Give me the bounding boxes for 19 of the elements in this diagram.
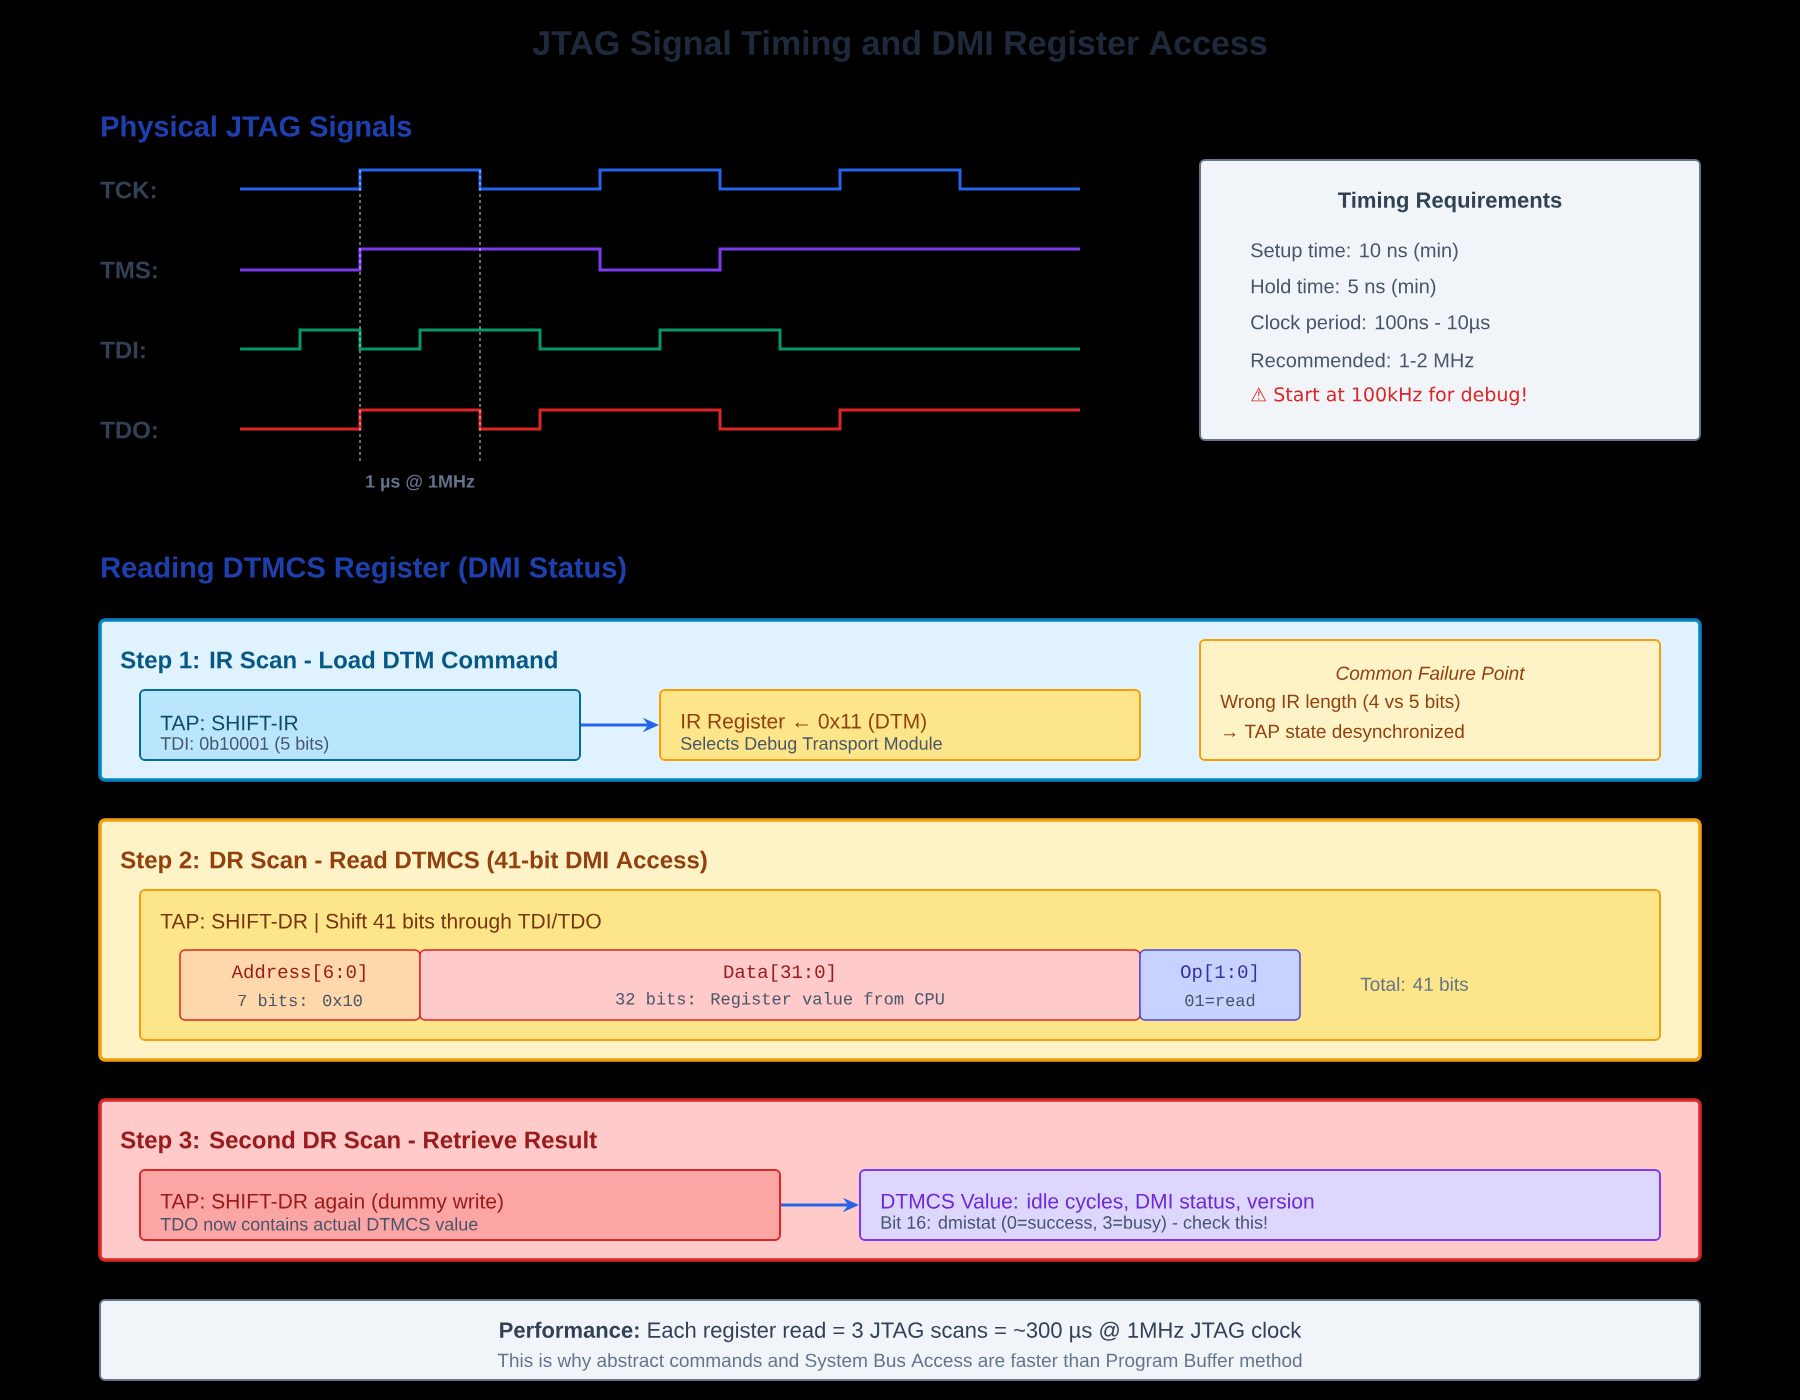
register-field: Address[6:0] 7 bits: 0x10 — [179, 949, 421, 1021]
signal-label: TDO: — [100, 421, 157, 439]
total-label: Total: 41 bits — [1360, 977, 1468, 991]
signal-label: TDI: — [100, 341, 145, 359]
process-box: IR Register ← 0x11 (DTM) Selects Debug Transport Module — [659, 689, 1141, 761]
process-box: TAP: SHIFT-IR TDI: 0b10001 (5 bits) — [139, 689, 581, 761]
period-label: 1 µs @ 1MHz — [366, 474, 475, 492]
register-field: Data[31:0] 32 bits: Register value from CPU — [419, 949, 1141, 1021]
process-box: TAP: SHIFT-DR again (dummy write) TDO now contains actual DTMCS value — [139, 1169, 781, 1241]
process-box: DTMCS Value: idle cycles, DMI status, version Bit 16: dmistat (0=success, 3=busy) - check this! — [859, 1169, 1661, 1241]
summary-box: Performance: Each register read = 3 JTAG scans = ~300 µs @ 1MHz JTAG clock This is why abstract commands and System Bus Access are faster than Program Buffer method — [99, 1299, 1701, 1381]
signal-label: TMS: — [100, 261, 157, 279]
note-box: Common Failure Point Wrong IR length (4 vs 5 bits) → TAP state desynchronized — [1199, 639, 1661, 761]
register-field: Op[1:0] 01=read — [1139, 949, 1301, 1021]
section-heading: Reading DTMCS Register (DMI Status) — [102, 556, 626, 584]
title: JTAG Signal Timing and DMI Register Access — [532, 30, 1267, 62]
section-heading: Physical JTAG Signals — [102, 115, 412, 143]
signal-label: TCK: — [100, 181, 156, 199]
info-panel: Timing Requirements Setup time: 10 ns (min) Hold time: 5 ns (min) Clock period: 100ns - 10µs Recommended: 1-2 MHz ⚠ Start at 100kHz for debug! — [1199, 159, 1701, 441]
